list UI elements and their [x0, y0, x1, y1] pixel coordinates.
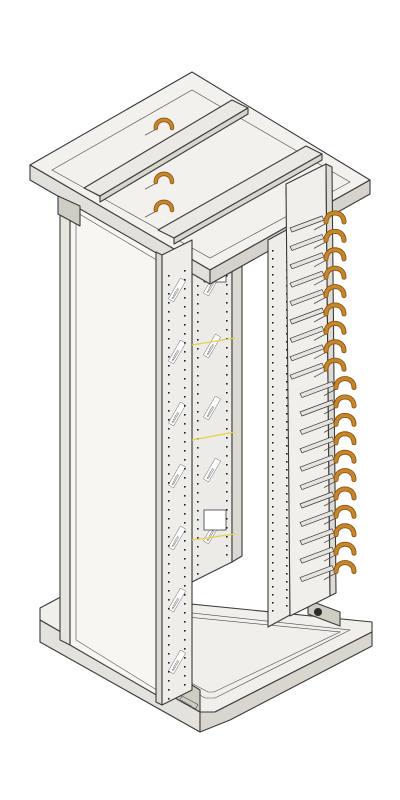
cable-ring-icon [323, 376, 357, 396]
cable-ring-icon [144, 199, 175, 218]
upright-brand-label: nnnnn [168, 525, 186, 551]
cable-ring-icon [323, 431, 357, 452]
leveler-foot-icon [314, 608, 322, 616]
upright-brand-label: nnnnn [168, 339, 186, 365]
upright-brand-label: nnnnn [203, 333, 221, 359]
cable-ring-icon [323, 486, 357, 507]
upright-brand-label: nnnnn [168, 401, 186, 427]
accent-line [191, 337, 236, 346]
cable-ring-icon [313, 339, 347, 360]
upright-brand-label: nnnnn [203, 395, 221, 421]
base-brand-label: nnnnn [180, 698, 194, 708]
cable-ring-icon [313, 265, 347, 286]
svg-text:nnnnn: nnnnn [205, 467, 216, 480]
left-side-panel [59, 195, 166, 701]
cable-ring-icon [144, 171, 175, 190]
upright-brand-label: nnnnn [203, 457, 221, 483]
cable-ring-icon [313, 320, 347, 341]
cable-ring-icon [313, 302, 347, 323]
cable-ring-icon [323, 412, 357, 433]
svg-text:nnnnn: nnnnn [170, 473, 181, 486]
svg-text:nnnnn: nnnnn [170, 597, 181, 610]
svg-text:nnnnn: nnnnn [205, 405, 216, 418]
cable-ring-icon [323, 541, 357, 562]
accent-line [191, 431, 236, 441]
cable-manager [285, 163, 357, 617]
cable-ring-icon [313, 228, 347, 249]
cable-ring-icon [323, 504, 357, 525]
front-upright: nnnnn nnnnn nnnnn nnnnn nnnnn nnnnn nnnnn [155, 239, 236, 706]
svg-text:nnnnn: nnnnn [170, 349, 181, 362]
svg-text:nnnnn: nnnnn [170, 411, 181, 424]
cable-ring-icon [313, 210, 347, 231]
upright-brand-label: nnnnn [168, 463, 186, 489]
cable-ring-icon [313, 357, 347, 378]
upright-brand-label: nnnnn [168, 649, 186, 675]
cable-ring-icon [323, 394, 357, 415]
upright-brand-label: nnnnn [168, 587, 186, 613]
cable-ring-icon [313, 247, 347, 268]
cable-ring-icon [323, 523, 357, 544]
svg-text:nnnnn: nnnnn [170, 287, 181, 300]
svg-text:nnnnn: nnnnn [205, 343, 216, 356]
svg-text:nnnnn: nnnnn [205, 281, 216, 294]
cable-ring-icon [323, 560, 357, 580]
cable-ring-icon [313, 284, 347, 304]
cable-ring-icon [323, 449, 357, 470]
upright-brand-label: nnnnn [168, 277, 186, 303]
svg-text:nnnnn: nnnnn [170, 535, 181, 548]
svg-text:nnnnn: nnnnn [205, 529, 216, 542]
accent-line [191, 533, 236, 541]
svg-text:nnnnn: nnnnn [170, 659, 181, 672]
cable-ring-icon [144, 117, 175, 136]
cable-ring-icon [323, 468, 357, 488]
